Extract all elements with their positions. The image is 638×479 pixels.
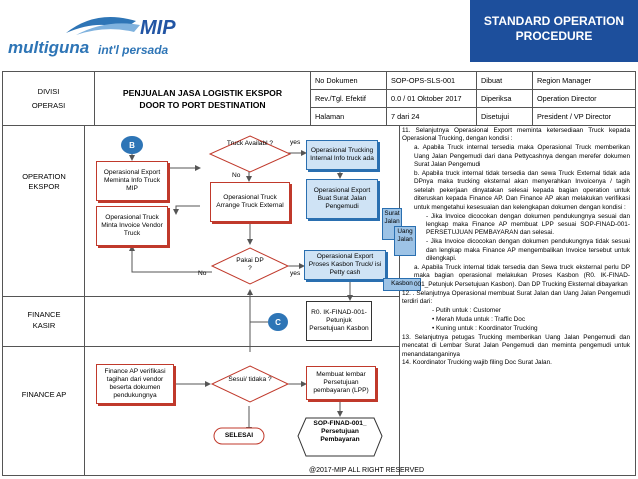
logo-swoosh-icon — [66, 17, 140, 35]
sop-finad-shape — [297, 417, 383, 457]
copyright-footer: @2017-MIP ALL RIGHT RESERVED — [309, 467, 425, 474]
step-proses-kasbon: Operasional Export Proses Kasbon Truck/ … — [304, 250, 386, 280]
terminator-selesai-shape — [213, 427, 265, 445]
step-info-truck: Operasional Trucking Internal Info truck… — [306, 140, 378, 170]
step-minta-invoice: Operasional Truck Minta Invoice Vendor T… — [96, 206, 168, 246]
step-verifikasi: Finance AP verifikasi tagihan dari vendo… — [96, 364, 174, 404]
procedure-paragraph: 14. Koordinator Trucking wajib filing Do… — [402, 359, 552, 367]
made-value: Region Manager — [532, 71, 636, 90]
lane-label-operation: OPERATION EKSPOR — [22, 172, 66, 191]
procedure-paragraph: • Merah Muda untuk : Traffic Doc — [432, 315, 526, 323]
procedure-paragraph: - Jika Invoice dicocokan dengan dokumen … — [426, 212, 630, 237]
checked-value: Operation Director — [532, 89, 636, 108]
procedure-paragraph: 11. Selanjutnya Operasional Export memin… — [402, 127, 630, 143]
title-line-1: PENJUALAN JASA LOGISTIK EKSPOR — [122, 87, 283, 98]
doc-sop-finad: SOP-FINAD-001_ Persetujuan Pembayaran — [313, 420, 367, 443]
procedure-paragraph: 13. Selanjutnya petugas Trucking memberi… — [402, 333, 630, 358]
checked-label: Diperiksa — [476, 89, 533, 108]
banner-line-1: STANDARD OPERATION — [483, 14, 625, 28]
connector-c-icon: C — [268, 313, 288, 331]
procedure-paragraph: • Kuning untuk : Koordinator Trucking — [432, 324, 538, 332]
connector-b-icon: B — [121, 136, 143, 154]
doc-uang-jalan: Uang Jalan — [394, 226, 416, 256]
procedure-paragraph: - Putih untuk : Customer — [432, 307, 501, 315]
procedure-description: 11. Selanjutnya Operasional Export memin… — [402, 127, 630, 368]
procedure-paragraph: 12. . Selanjutnya Operasional membuat Su… — [402, 289, 630, 306]
operation-label: OPERASI — [31, 100, 66, 110]
flow-connectors — [129, 135, 383, 457]
approved-value: President / VP Director — [532, 107, 636, 126]
lane-label-kasir-1: FINANCE — [27, 310, 61, 319]
procedure-paragraph: - Jika Invoice dicocokan dengan dokumen … — [426, 238, 630, 263]
lane-label-finance-ap: FINANCE AP — [21, 390, 67, 399]
decision-pakai-dp: Pakai DP ? — [236, 257, 264, 272]
right-column-border — [399, 125, 636, 476]
label-yes-1: yes — [290, 139, 301, 146]
logo-subtitle: int'l persada — [98, 43, 169, 57]
logo-brand: MIP — [140, 17, 176, 39]
rev-value: 0.0 / 01 Oktober 2017 — [386, 89, 477, 108]
step-minta-info: Operasional Export Meminta Info Truck MI… — [96, 161, 168, 201]
procedure-paragraph: b. Apabila truck internal tidak tersedia… — [414, 170, 630, 211]
decision-truck-available-shape — [208, 135, 292, 173]
label-yes-2: yes — [290, 270, 301, 277]
document-header: DIVISI OPERASI PENJUALAN JASA LOGISTIK E… — [2, 71, 636, 126]
doc-ik-finad: R0. IK-FINAD-001-Petunjuk Persetujuan Ka… — [306, 301, 372, 341]
division-cell: DIVISI OPERASI — [2, 71, 95, 126]
doc-no-value: SOP-OPS-SLS-001 — [386, 71, 477, 90]
title-line-2: DOOR TO PORT DESTINATION — [139, 99, 266, 110]
decision-pakai-dp-shape — [210, 247, 290, 285]
procedure-paragraph: a. Apabila Truck internal tersedia maka … — [414, 144, 630, 169]
sop-banner: STANDARD OPERATION PROCEDURE — [470, 0, 638, 62]
step-arrange-truck: Operasional Truck Arrange Truck External — [210, 182, 290, 222]
banner-line-2: PROCEDURE — [515, 29, 593, 43]
logo-name: multiguna — [8, 38, 90, 57]
page-value: 7 dari 24 — [386, 107, 477, 126]
label-no-2: No — [198, 270, 207, 277]
step-buat-lembar: Membuat lembar Persetujuan pembayaran (L… — [306, 366, 376, 400]
doc-kasbon: Kasbon — [383, 278, 421, 291]
lane-label-kasir-2: KASIR — [32, 321, 56, 330]
procedure-paragraph: a. Apabila Truck internal tidak tersedia… — [414, 264, 630, 288]
company-logo: MIP multiguna int'l persada — [6, 5, 196, 60]
decision-truck-available: Truck Availabl ? — [226, 140, 274, 147]
terminator-selesai: SELESAI — [224, 432, 254, 439]
step-buat-surat: Operasional Export Buat Surat Jalan Peng… — [306, 179, 378, 219]
label-no-1: No — [232, 172, 241, 179]
decision-sesuai: Sesui/ tidaka ? — [228, 376, 272, 383]
division-label: DIVISI — [37, 86, 60, 96]
made-label: Dibuat — [476, 71, 533, 90]
approved-label: Disetujui — [476, 107, 533, 126]
decision-sesuai-shape — [210, 365, 290, 403]
lane-divider — [84, 125, 85, 476]
